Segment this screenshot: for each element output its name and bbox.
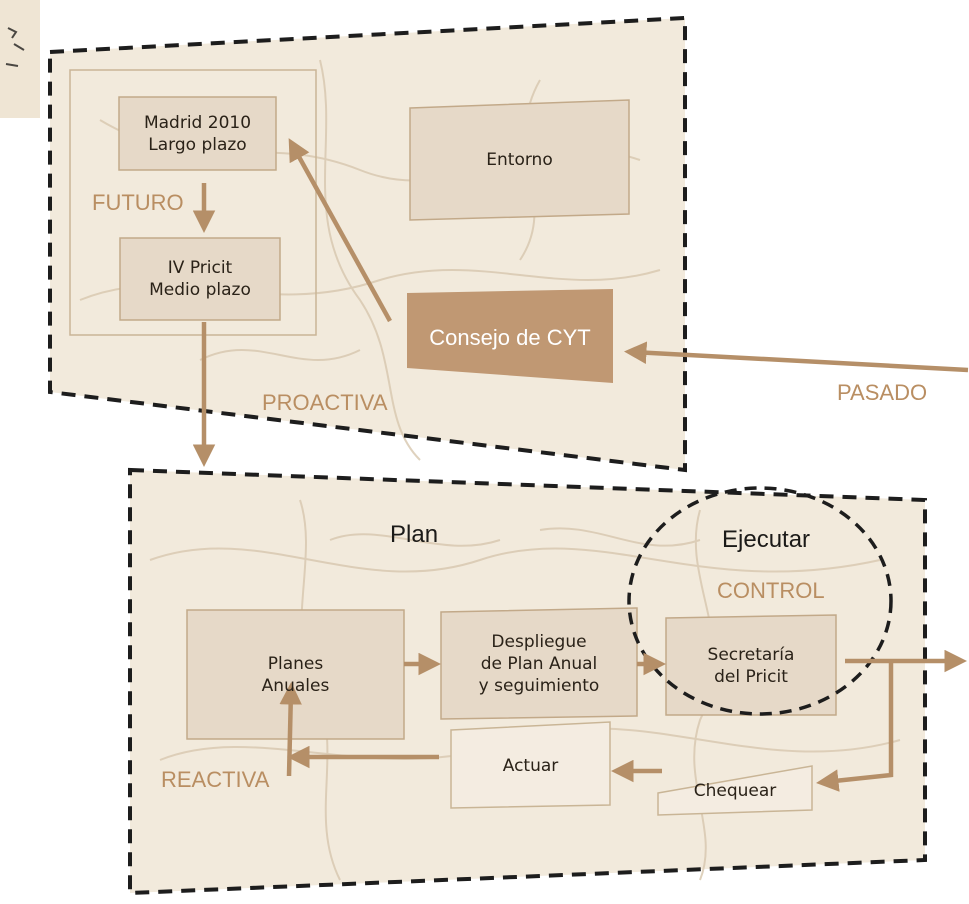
actuar-label: Actuar [502,756,559,776]
planes-node: Planes Anuales [187,610,404,739]
secretaria-line1: Secretaría [707,644,795,665]
despliegue-node: Despliegue de Plan Anual y seguimiento [441,610,637,718]
chequear-label: Chequear [693,781,777,801]
secretaria-line2: del Pricit [714,666,788,687]
proactiva-dashed-border [48,15,687,473]
entorno-label: Entorno [486,150,553,170]
entorno-box [409,99,630,221]
despliegue-line1: Despliegue [491,632,587,652]
secretaria-node: Secretaría del Pricit [666,616,836,715]
consejo-label: Consejo de CYT [429,325,591,350]
actuar-box [450,721,611,809]
arrow-secretaria-to-chequear [816,663,894,792]
corner-scribble-icon [5,27,25,67]
despliegue-line2: de Plan Anual [480,654,598,674]
pasado-label: PASADO [837,380,928,405]
consejo-box [407,289,613,383]
planes-line2: Anuales [261,675,330,696]
futuro-label: FUTURO [92,190,184,215]
futuro-frame [69,69,317,336]
consejo-node: Consejo de CYT [407,298,613,378]
pricit-line1: IV Pricit [167,258,233,278]
pricit-node: IV Pricit Medio plazo [120,238,280,320]
corner-texture [0,0,40,118]
secretaria-box [665,614,837,716]
arrow-up-to-planes [279,682,302,777]
chequear-node: Chequear [658,770,812,812]
arrow-pasado-to-consejo [624,341,969,373]
control-label: CONTROL [717,578,825,603]
entorno-node: Entorno [410,104,629,216]
madrid-line1: Madrid 2010 [143,112,252,133]
chequear-box [657,765,813,816]
madrid-node: Madrid 2010 Largo plazo [119,97,276,170]
reactiva-dashed-border [128,467,927,896]
reactiva-label: REACTIVA [161,767,270,792]
proactiva-label: PROACTIVA [262,390,388,415]
arrow-consejo-to-madrid [288,138,392,323]
madrid-box [118,96,277,171]
planes-box [186,609,405,740]
actuar-node: Actuar [451,726,610,806]
planes-line1: Planes [267,653,324,674]
ejecutar-label: Ejecutar [722,526,811,553]
pricit-line2: Medio plazo [149,280,251,300]
pricit-box [119,237,281,321]
despliegue-line3: y seguimiento [478,676,600,696]
plan-label: Plan [390,521,439,548]
despliegue-box [440,607,638,720]
madrid-line2: Largo plazo [148,134,247,155]
control-ellipse [627,486,893,716]
